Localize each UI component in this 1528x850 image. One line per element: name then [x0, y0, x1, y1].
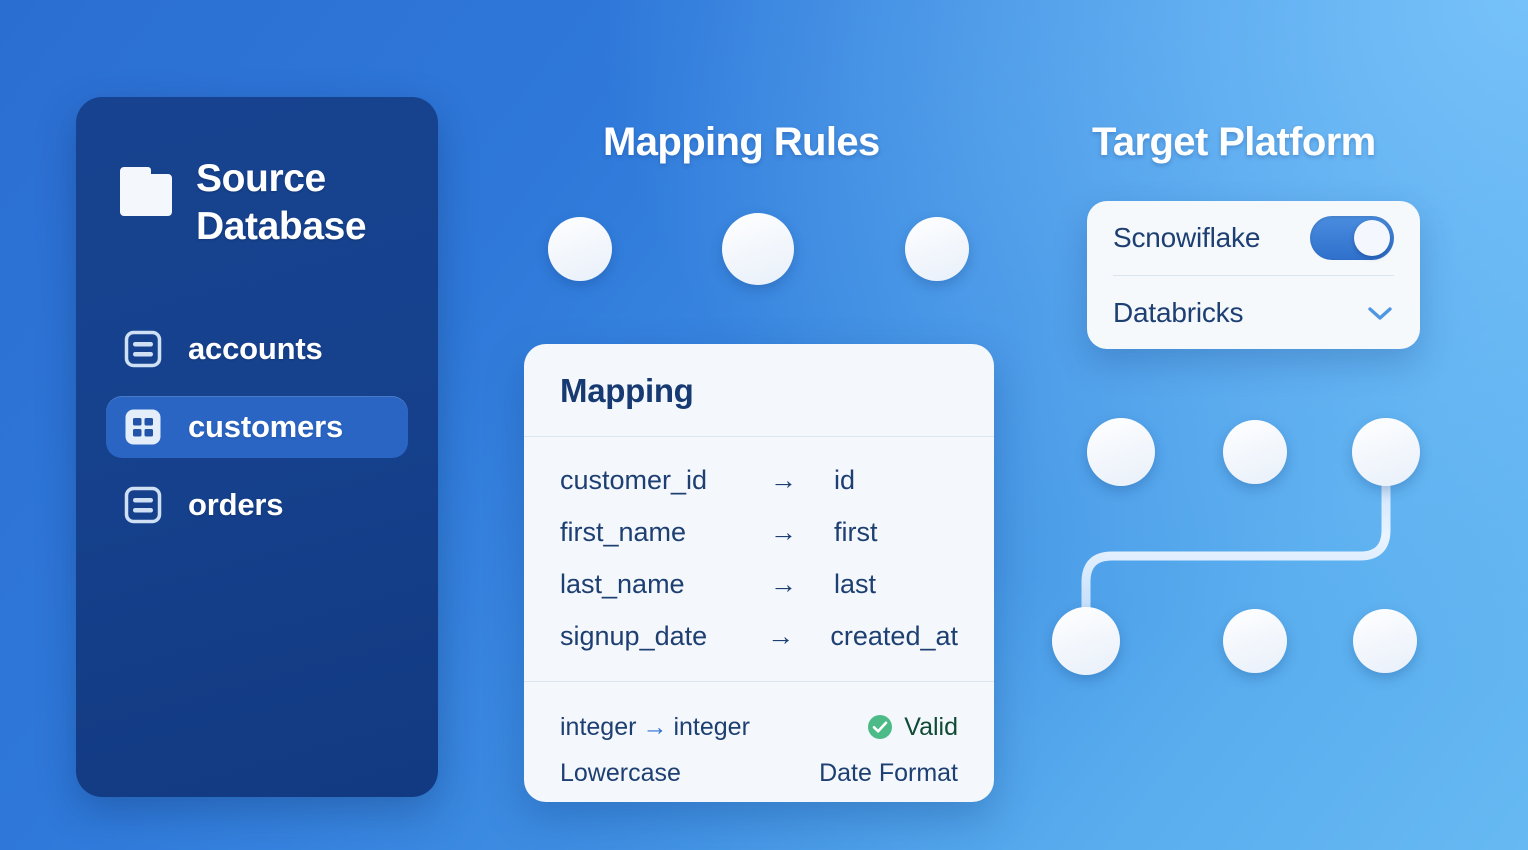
type-target: integer	[673, 712, 750, 741]
mapping-rows: customer_id → id first_name → first last…	[524, 437, 994, 673]
check-circle-icon	[868, 715, 893, 739]
mapping-source-field: signup_date	[560, 620, 708, 651]
mapping-source-field: first_name	[560, 516, 687, 547]
graph-node-top-3[interactable]	[905, 217, 969, 281]
mapping-target-field: first	[834, 516, 878, 547]
table-list: accounts customers orders	[106, 318, 408, 536]
mapping-footer-divider	[524, 681, 994, 682]
graph-node-right-bottom-3[interactable]	[1353, 609, 1417, 673]
page-title: Source Database	[196, 155, 367, 250]
list-table-icon	[124, 486, 162, 524]
status-badge-label: Valid	[904, 712, 958, 741]
platform-divider	[1113, 275, 1394, 276]
snowflake-toggle[interactable]	[1310, 216, 1394, 260]
mapping-card-title: Mapping	[560, 372, 694, 409]
sidebar-item-label: orders	[188, 487, 284, 523]
graph-node-top-1[interactable]	[548, 217, 612, 281]
graph-node-right-bottom-2[interactable]	[1223, 609, 1287, 673]
chevron-down-icon[interactable]	[1366, 304, 1394, 322]
arrow-right-icon: →	[770, 464, 797, 495]
sidebar-item-label: accounts	[188, 331, 323, 367]
page-title-line1: Source	[196, 157, 326, 200]
target-platform-card: Scnowiflake Databricks	[1087, 201, 1420, 349]
platform-label: Scnowiflake	[1113, 222, 1261, 253]
transform-left-label: Lowercase	[560, 758, 681, 787]
graph-node-right-top-1[interactable]	[1087, 418, 1155, 486]
mapping-transform-line: Lowercase Date Format	[560, 750, 958, 796]
arrow-right-icon: →	[770, 568, 797, 599]
transform-right-label: Date Format	[819, 758, 958, 787]
sidebar-item-customers[interactable]: customers	[106, 396, 408, 459]
platform-row-databricks[interactable]: Databricks	[1113, 276, 1394, 350]
mapping-rules-heading: Mapping Rules	[603, 120, 880, 164]
mapping-row[interactable]: customer_id → id	[560, 457, 958, 503]
folder-icon	[120, 167, 172, 216]
mapping-footer: integer→integer Valid Lowercase Date For…	[524, 682, 994, 796]
mapping-target-field: last	[834, 568, 877, 599]
toggle-knob	[1354, 220, 1390, 256]
source-database-header: Source Database	[106, 155, 408, 250]
mapping-source-field: last_name	[560, 568, 685, 599]
platform-row-snowflake[interactable]: Scnowiflake	[1113, 201, 1394, 275]
status-badge: Valid	[867, 713, 958, 742]
mapping-target-field: created_at	[830, 620, 958, 651]
source-database-panel: Source Database accounts	[76, 97, 438, 797]
arrow-right-icon: →	[767, 620, 795, 651]
mapping-type-line: integer→integer Valid	[560, 704, 958, 750]
sidebar-item-accounts[interactable]: accounts	[106, 318, 408, 380]
platform-label: Databricks	[1113, 297, 1244, 328]
graph-node-right-top-3[interactable]	[1352, 418, 1420, 486]
arrow-right-icon: →	[770, 516, 797, 547]
graph-node-top-2[interactable]	[722, 213, 794, 285]
mapping-card-divider	[524, 436, 994, 437]
grid-table-icon	[125, 409, 161, 445]
mapping-row[interactable]: signup_date → created_at	[560, 613, 958, 659]
page-title-line2: Database	[196, 204, 367, 248]
target-platform-heading: Target Platform	[1092, 120, 1376, 164]
sidebar-item-orders[interactable]: orders	[106, 474, 408, 536]
list-table-icon	[124, 330, 162, 368]
mapping-card: Mapping customer_id → id first_name → fi…	[524, 344, 994, 802]
mapping-row[interactable]: last_name → last	[560, 561, 958, 607]
sidebar-item-label: customers	[188, 409, 343, 445]
graph-node-right-top-2[interactable]	[1223, 420, 1287, 484]
type-conversion: integer→integer	[560, 713, 750, 742]
mapping-row[interactable]: first_name → first	[560, 509, 958, 555]
type-source: integer	[560, 712, 637, 741]
arrow-right-icon: →	[642, 712, 668, 741]
graph-node-right-bottom-1[interactable]	[1052, 607, 1120, 675]
mapping-target-field: id	[834, 464, 856, 495]
mapping-source-field: customer_id	[560, 464, 708, 495]
